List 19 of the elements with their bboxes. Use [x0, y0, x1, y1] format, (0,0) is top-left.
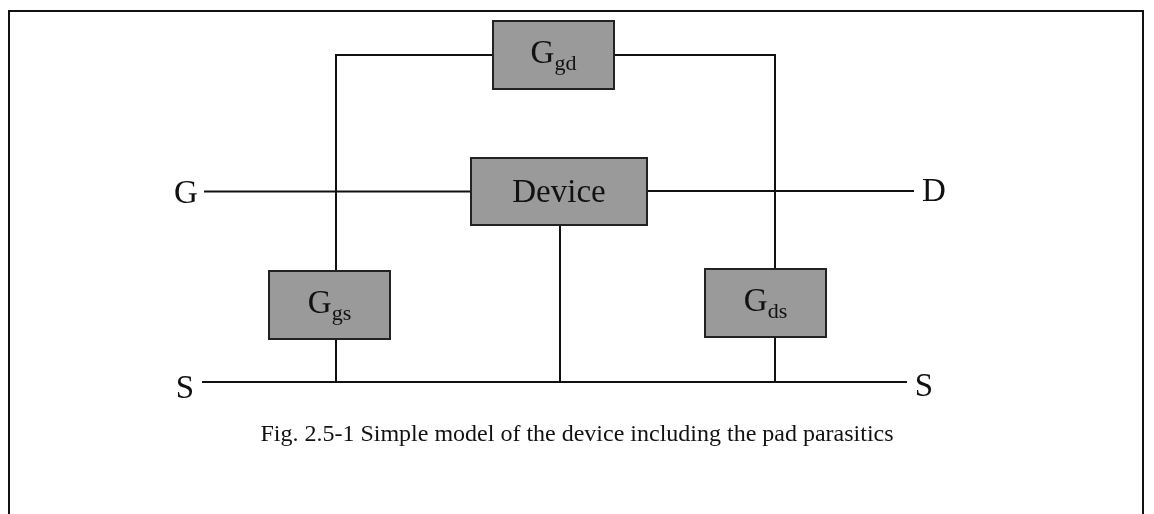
figure-caption: Fig. 2.5-1 Simple model of the device including the pad parasitics [260, 420, 894, 446]
wire [647, 190, 915, 192]
wire [614, 54, 776, 269]
terminal-label: D [922, 173, 946, 207]
wire [201, 225, 561, 383]
component-box [492, 20, 615, 90]
terminal-label: S [914, 368, 934, 402]
terminal-label: S [175, 370, 195, 404]
component-label: G$_{gs}$ [307, 286, 352, 324]
terminal-label: G [174, 175, 198, 209]
component-label: G$_{ds}$ [743, 284, 788, 322]
component-label: G$_{gd}$ [530, 36, 577, 74]
wire [203, 190, 471, 193]
component-box [268, 270, 391, 340]
component-box [470, 157, 648, 226]
wire [774, 337, 908, 383]
wire [335, 54, 493, 271]
component-label: Device [512, 175, 606, 208]
component-box [704, 268, 827, 338]
